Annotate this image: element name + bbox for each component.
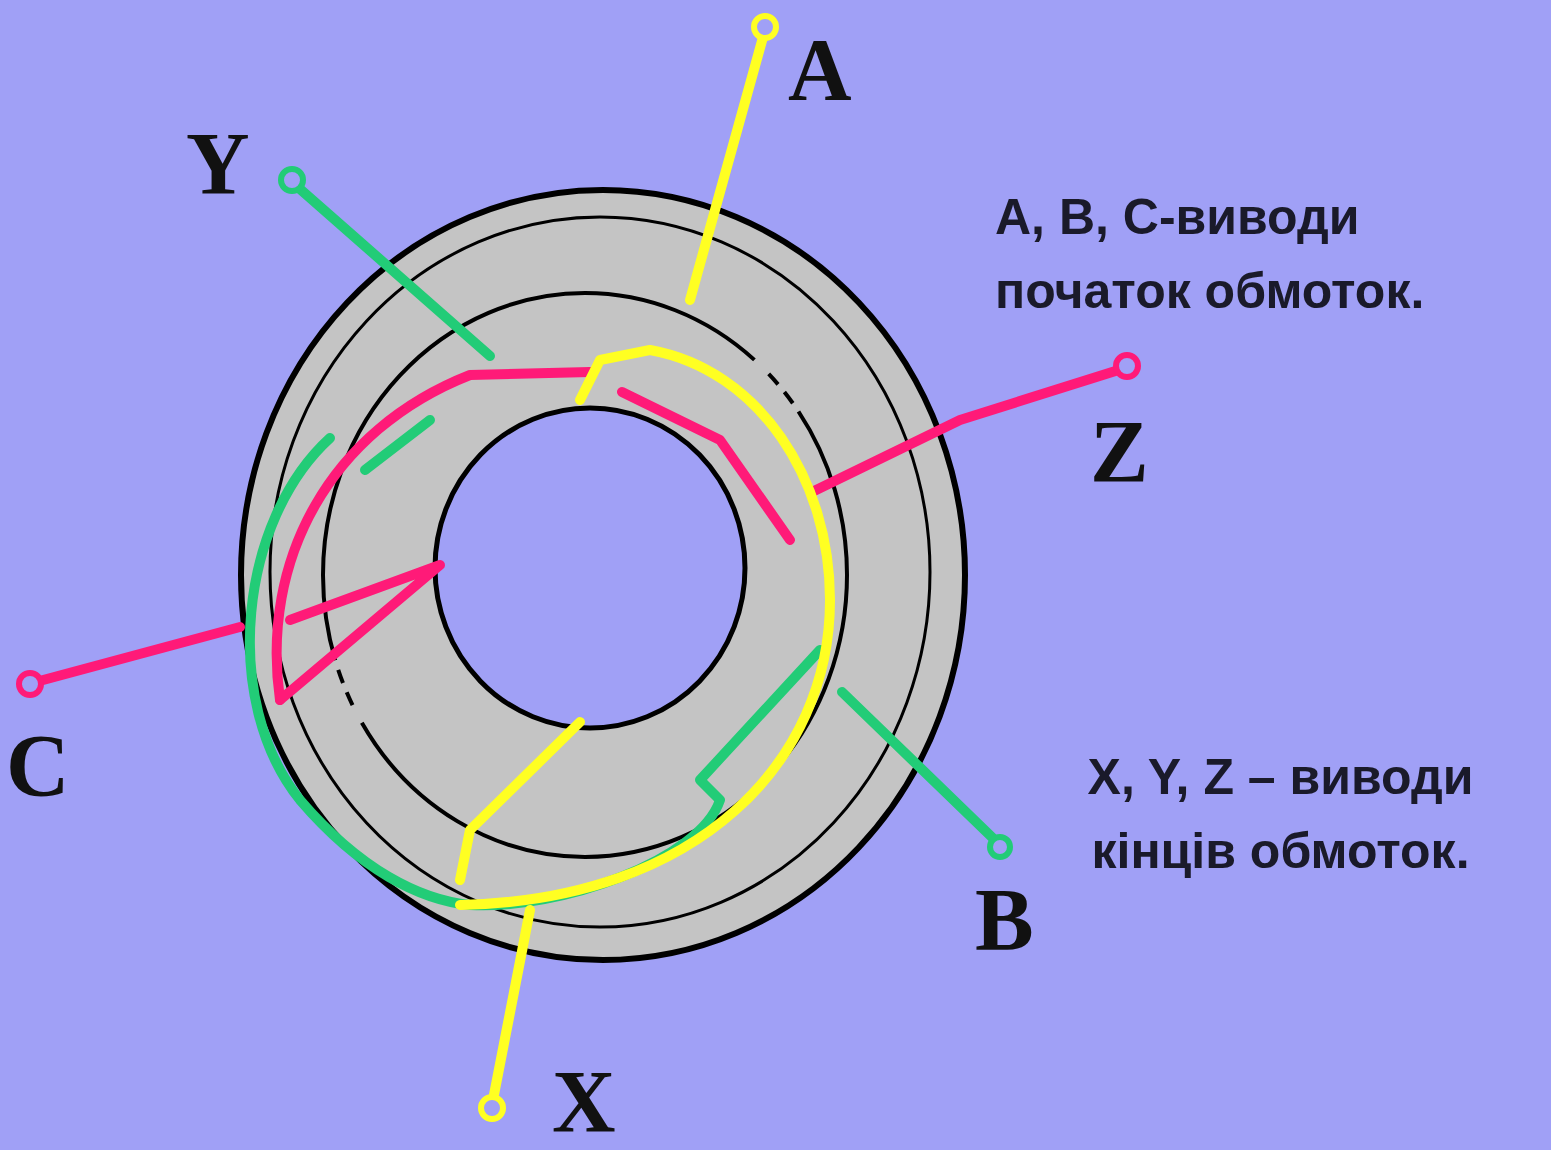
terminal-letter: B <box>975 876 1034 964</box>
terminal-letter: C <box>6 722 70 810</box>
terminal-rings <box>19 16 1138 1119</box>
toroid-core <box>241 190 965 960</box>
terminal-letter: X <box>552 1058 616 1146</box>
note-text: X, Y, Z – виводи кінців обмоток. <box>1018 740 1543 888</box>
terminal-letter: A <box>788 26 852 114</box>
note-text: A, B, C-виводи початок обмоток. <box>995 180 1540 328</box>
winding-c <box>32 368 1125 700</box>
terminal-letter: Z <box>1090 408 1149 496</box>
winding-b <box>250 182 1000 905</box>
terminal-letter: Y <box>186 120 250 208</box>
winding-a <box>460 30 830 1105</box>
